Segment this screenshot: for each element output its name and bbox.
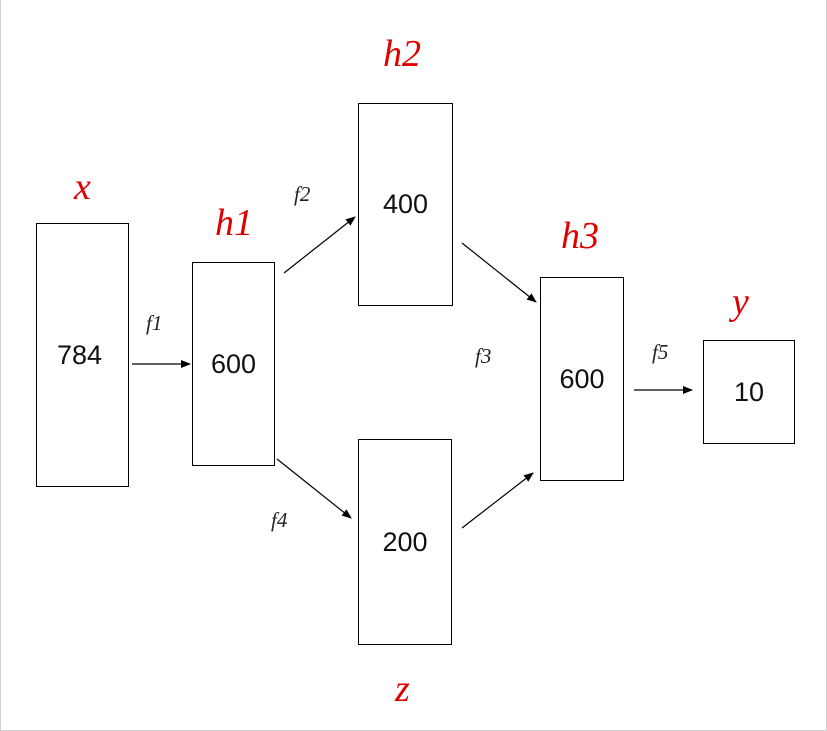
layer-box-z: 200 — [358, 439, 452, 645]
layer-size-h3: 600 — [559, 363, 605, 394]
label-h2: h2 — [383, 33, 421, 75]
layer-size-h2: 400 — [382, 189, 429, 219]
layer-size-z: 200 — [382, 526, 428, 557]
layer-size-h1: 600 — [210, 348, 257, 379]
function-label-f2: f2 — [294, 182, 311, 206]
label-h1: h1 — [215, 202, 253, 244]
arrow-h1-to-h2 — [283, 216, 356, 274]
function-label-f3: f3 — [475, 344, 492, 368]
function-label-f1: f1 — [146, 311, 163, 335]
layer-box-y: 10 — [703, 340, 795, 444]
label-z: z — [395, 668, 410, 710]
label-x: x — [74, 166, 91, 208]
arrow-z-to-h3 — [461, 472, 534, 529]
arrow-h1-to-z — [276, 458, 352, 519]
layer-box-h3: 600 — [540, 277, 624, 481]
label-y: y — [732, 281, 749, 323]
function-label-f5: f5 — [652, 340, 669, 364]
layer-box-h2: 400 — [358, 103, 453, 306]
layer-size-y: 10 — [733, 376, 765, 407]
function-label-f4: f4 — [271, 508, 288, 532]
layer-box-h1: 600 — [192, 262, 275, 466]
label-h3: h3 — [561, 215, 599, 257]
layer-box-x: 784 — [36, 223, 129, 487]
arrow-h2-to-h3 — [461, 242, 537, 303]
layer-size-x: 784 — [56, 339, 103, 370]
